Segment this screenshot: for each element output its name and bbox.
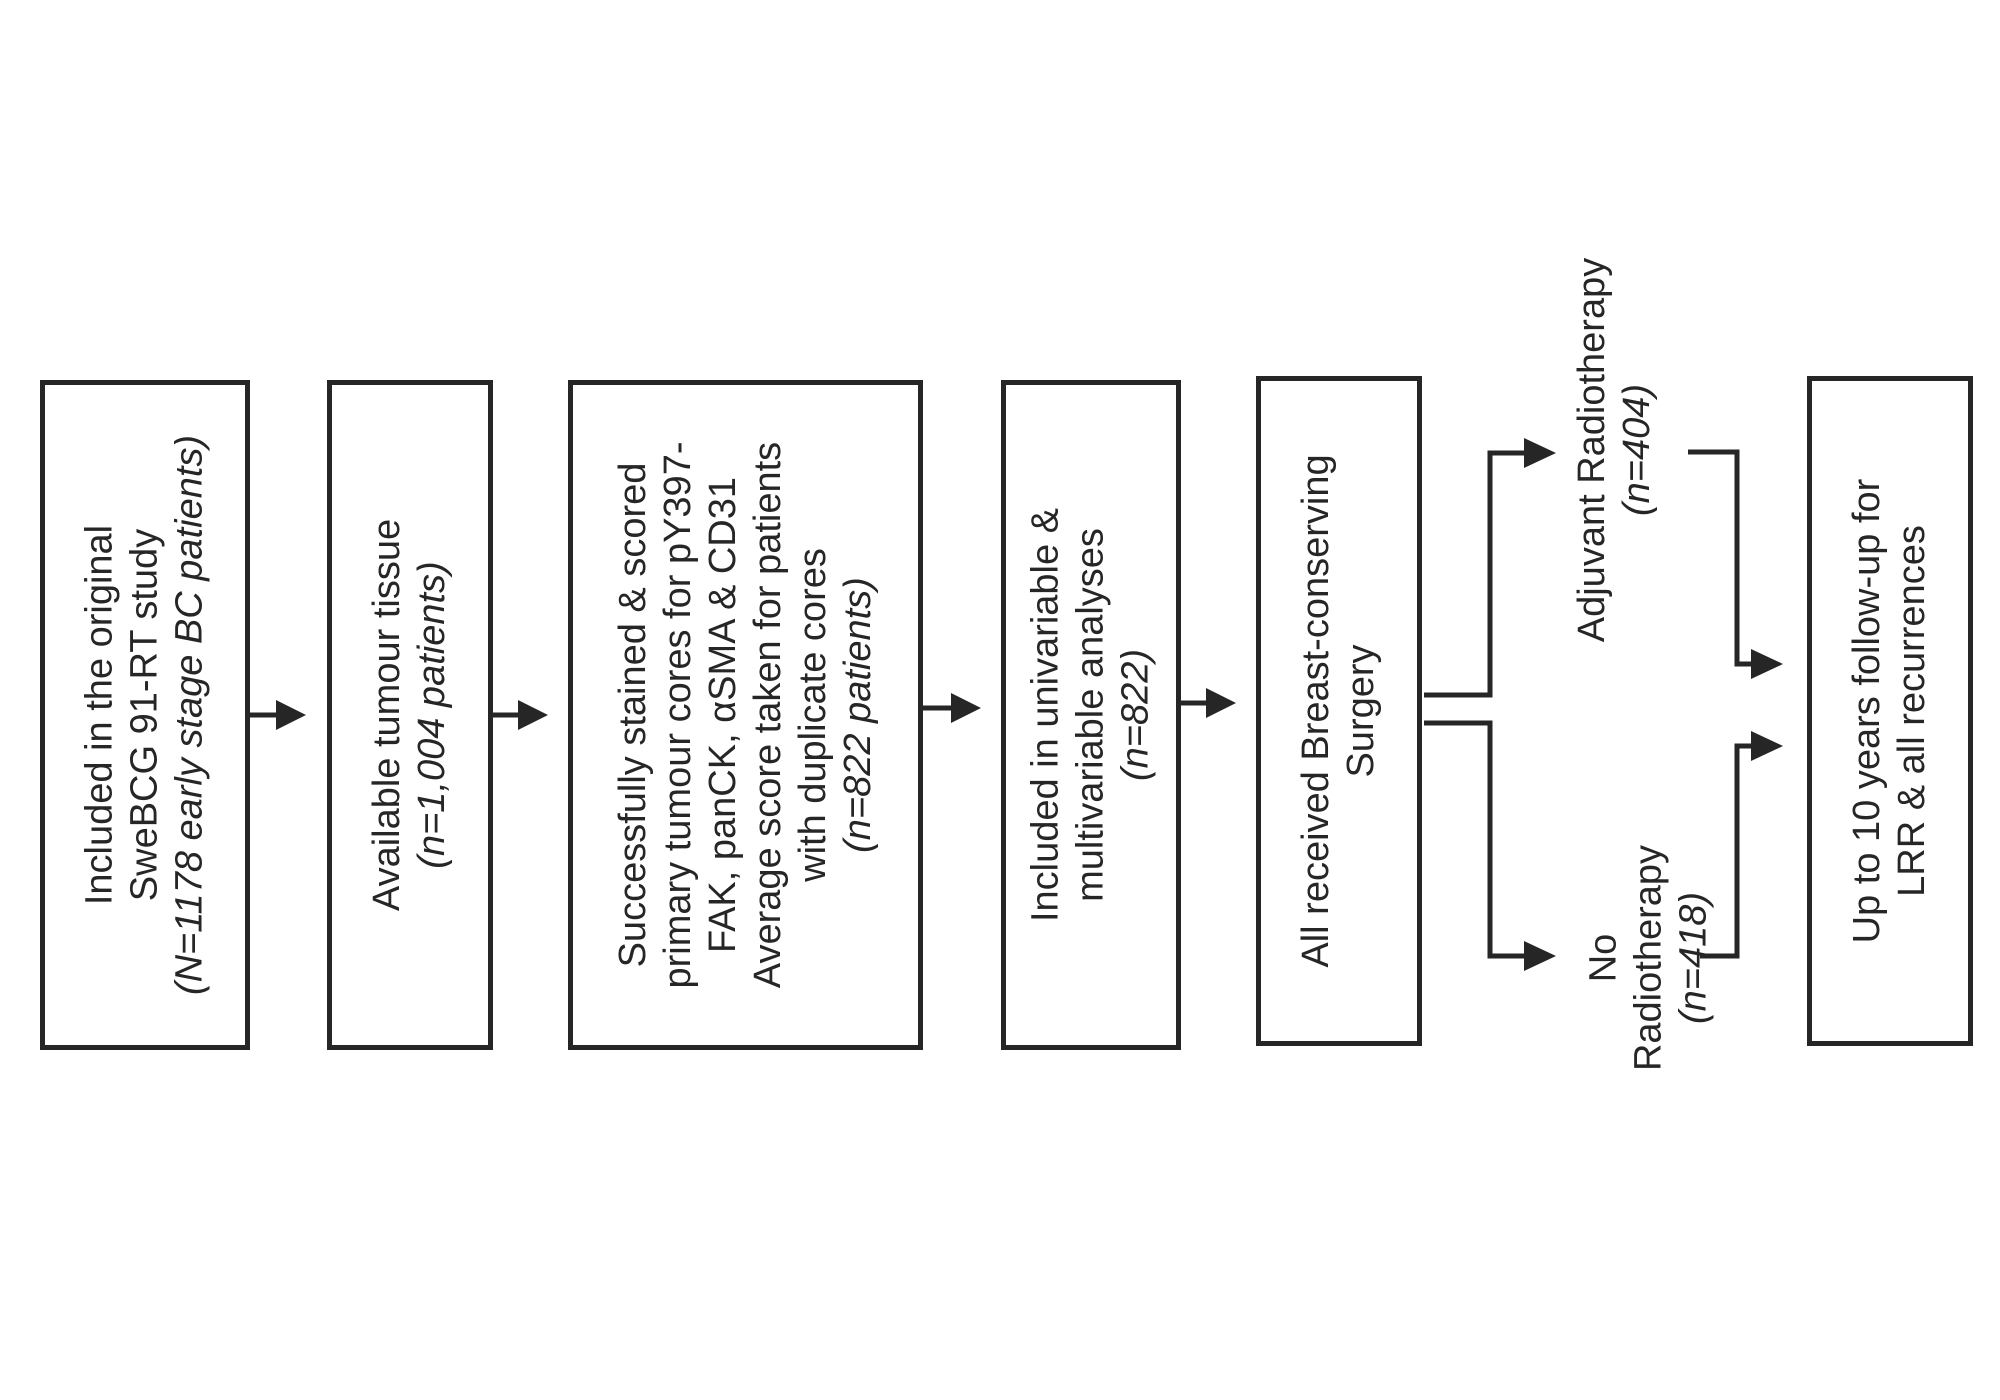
box-stained-scored-line1: Successfully stained & scored — [611, 462, 654, 968]
box-original-study-line3: (N=1178 early stage BC patients) — [168, 434, 211, 996]
label-adjuvant-radiotherapy: Adjuvant Radiotherapy (n=404) — [1570, 258, 1660, 642]
box-tumour-tissue-line1: Available tumour tissue — [366, 518, 408, 912]
box-breast-conserving-surgery-line1: All received Breast-conserving — [1295, 454, 1337, 968]
box-stained-scored-line3: FAK, panCK, αSMA & CD31 — [701, 476, 744, 954]
label-no-radiotherapy-line2: Radiotherapy — [1627, 844, 1670, 1072]
box-original-study-text: Included in the original SweBCG 91-RT st… — [78, 435, 213, 995]
box-follow-up-text: Up to 10 years follow-up for LRR & all r… — [1845, 479, 1935, 944]
box-stained-scored-line6: (n=822 patients) — [836, 577, 879, 853]
box-original-study-line2: SweBCG 91-RT study — [123, 528, 166, 902]
box-follow-up-line2: LRR & all recurrences — [1891, 525, 1933, 897]
box-stained-scored-line4: Average score taken for patients — [746, 441, 789, 989]
label-no-radiotherapy-line1: No — [1582, 933, 1625, 983]
box-breast-conserving-surgery-line2: Surgery — [1340, 644, 1382, 778]
box-analyses-text: Included in univariable & multivariable … — [1024, 508, 1159, 922]
box-analyses-line2: multivariable analyses — [1069, 528, 1112, 902]
arrowhead-5-lower — [1524, 941, 1556, 971]
connector-5-lower — [1424, 720, 1528, 959]
box-stained-scored: Successfully stained & scored primary tu… — [568, 380, 923, 1050]
connector-lower-6 — [1700, 743, 1755, 959]
box-analyses: Included in univariable & multivariable … — [1001, 380, 1181, 1050]
label-no-radiotherapy-line3: (n=418) — [1672, 891, 1715, 1025]
label-adjuvant-radiotherapy-line1: Adjuvant Radiotherapy — [1571, 257, 1613, 643]
box-stained-scored-text: Successfully stained & scored primary tu… — [611, 442, 881, 989]
box-follow-up: Up to 10 years follow-up for LRR & all r… — [1807, 376, 1973, 1046]
box-analyses-line3: (n=822) — [1114, 648, 1157, 782]
arrowhead-lower-6 — [1751, 731, 1783, 761]
arrowhead-3-4 — [951, 693, 981, 723]
connector-upper-6 — [1688, 449, 1755, 667]
box-follow-up-line1: Up to 10 years follow-up for — [1846, 478, 1888, 944]
box-breast-conserving-surgery: All received Breast-conserving Surgery — [1256, 376, 1422, 1046]
box-tumour-tissue: Available tumour tissue (n=1,004 patient… — [327, 380, 493, 1050]
label-adjuvant-radiotherapy-line2: (n=404) — [1616, 383, 1658, 517]
arrowhead-upper-6 — [1751, 649, 1783, 679]
box-original-study-line1: Included in the original — [78, 524, 121, 906]
box-analyses-line1: Included in univariable & — [1024, 507, 1067, 923]
label-no-radiotherapy: No Radiotherapy (n=418) — [1582, 845, 1717, 1071]
arrowhead-1-2 — [276, 700, 306, 730]
box-breast-conserving-surgery-text: All received Breast-conserving Surgery — [1294, 454, 1384, 967]
box-original-study: Included in the original SweBCG 91-RT st… — [40, 380, 250, 1050]
arrowhead-2-3 — [518, 700, 548, 730]
arrowhead-5-upper — [1524, 438, 1556, 468]
box-stained-scored-line2: primary tumour cores for pY397- — [656, 441, 699, 989]
box-tumour-tissue-line2: (n=1,004 patients) — [411, 561, 453, 869]
box-stained-scored-line5: with duplicate cores — [791, 548, 834, 882]
box-tumour-tissue-text: Available tumour tissue (n=1,004 patient… — [365, 519, 455, 911]
connector-5-upper — [1424, 450, 1528, 698]
arrowhead-4-5 — [1206, 688, 1236, 718]
